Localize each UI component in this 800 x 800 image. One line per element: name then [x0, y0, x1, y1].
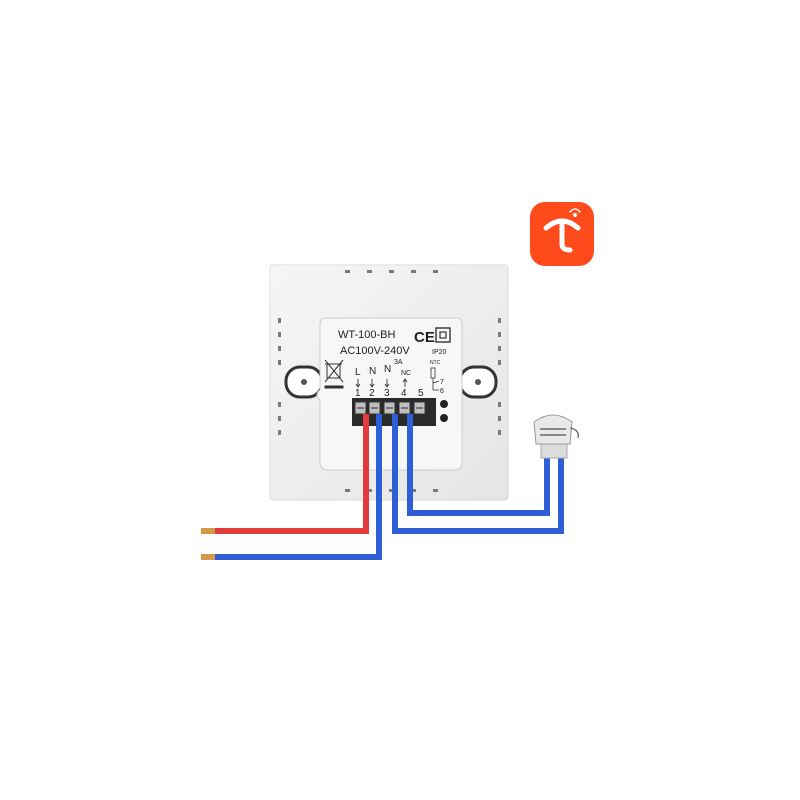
terminal-number-5: 5	[418, 388, 424, 399]
terminal-module	[316, 317, 463, 471]
load-wire-3	[392, 414, 564, 534]
wiring	[201, 414, 564, 560]
load-wire-4	[407, 414, 550, 516]
double-insulation-icon	[435, 327, 451, 343]
ntc-label: NTC	[430, 360, 441, 366]
terminal-label-nc: NC	[401, 370, 411, 377]
terminal-number-2: 2	[369, 388, 375, 399]
reset-button	[440, 400, 448, 408]
terminal-number-4: 4	[401, 388, 407, 399]
terminal-label-l: L	[355, 367, 361, 378]
mounting-slot-left	[284, 365, 324, 399]
pair-button	[440, 414, 448, 422]
ntc-sensor-probe	[533, 414, 580, 459]
app-badge-t-icon	[543, 218, 581, 253]
neutral-wire	[213, 414, 382, 560]
ntc-pin-7: 7	[440, 379, 444, 386]
live-wire	[213, 414, 369, 534]
ntc-pin-6: 6	[440, 388, 444, 395]
ip-rating-label: IP20	[432, 349, 447, 356]
model-label: WT-100-BH	[338, 329, 396, 341]
app-badge	[530, 202, 594, 266]
voltage-label: AC100V-240V	[340, 345, 410, 357]
ntc-symbol-icon	[430, 367, 440, 391]
terminal-label-n: N	[369, 366, 376, 377]
thermostat-housing: WT-100-BH CE AC100V-240V IP20 3A L N N N…	[269, 264, 509, 501]
terminal-number-1: 1	[355, 388, 361, 399]
current-label: 3A	[394, 359, 403, 366]
terminal-number-3: 3	[384, 388, 390, 399]
terminal-label-n2: N	[384, 364, 391, 375]
mounting-slot-right	[458, 365, 498, 399]
ce-mark: CE	[414, 329, 435, 346]
weee-bin-icon	[324, 359, 344, 389]
